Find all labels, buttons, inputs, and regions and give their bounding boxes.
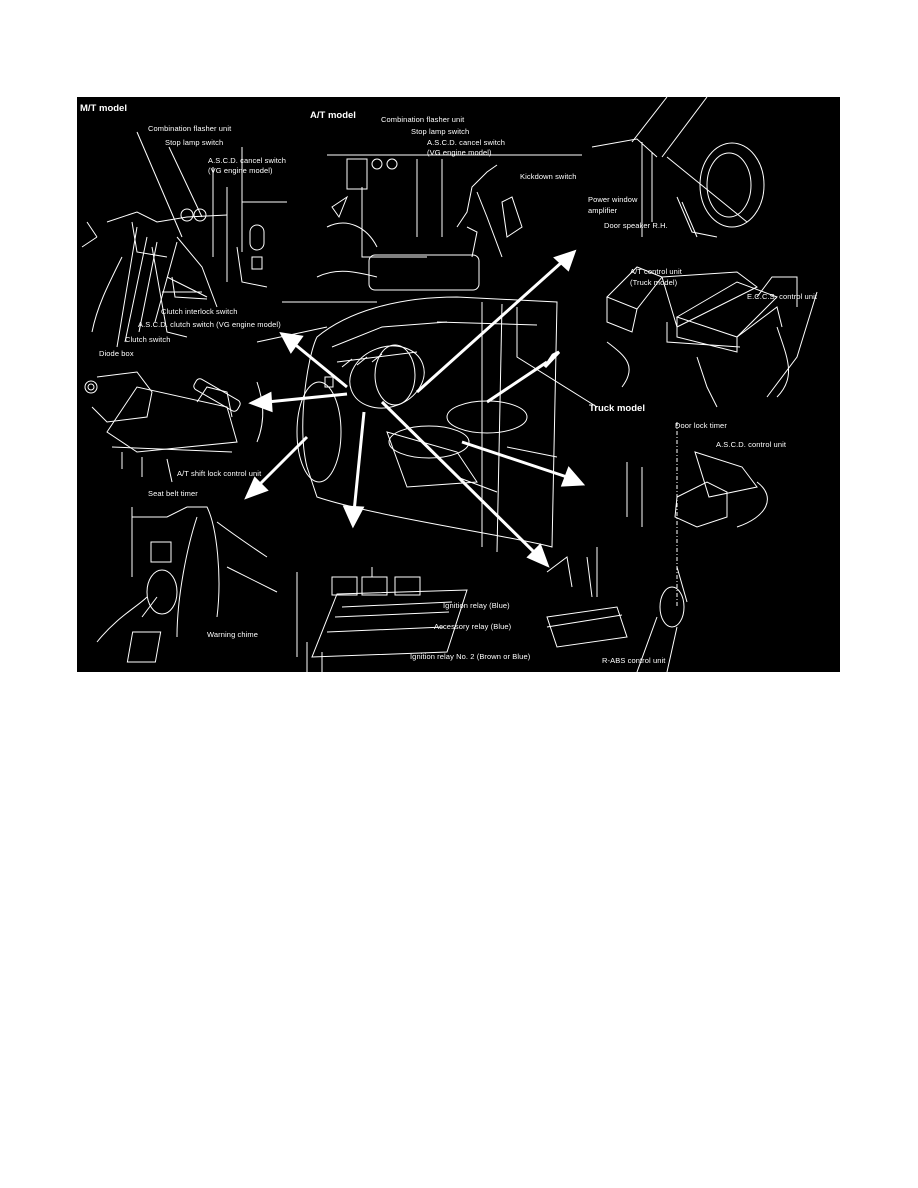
- ignition-relay-no2-label: Ignition relay No. 2 (Brown or Blue): [410, 652, 531, 661]
- at-ascd-cancel-switch-label: A.S.C.D. cancel switch: [427, 138, 506, 147]
- power-window-amplifier-label-line1: Power window: [588, 195, 638, 204]
- at-pedal-drawing: [316, 154, 582, 291]
- kick-panel-drawing: [96, 506, 278, 663]
- at-model-title: A/T model: [310, 110, 356, 121]
- mt-model-title: M/T model: [80, 103, 127, 114]
- at-control-unit-note: (Truck model): [630, 278, 678, 287]
- power-window-amplifier-label-line2: amplifier: [588, 206, 618, 215]
- vehicle-cabin-drawing: [256, 296, 598, 553]
- ascd-control-unit-label: A.S.C.D. control unit: [716, 440, 787, 449]
- r-abs-control-unit-label: R-ABS control unit: [602, 656, 666, 665]
- mt-clutch-switch-label: Clutch switch: [125, 335, 171, 344]
- warning-chime-label: Warning chime: [207, 630, 259, 639]
- callout-arrows: [244, 249, 586, 568]
- door-speaker-rh-label: Door speaker R.H.: [604, 221, 668, 230]
- at-shift-lock-control-unit-label: A/T shift lock control unit: [177, 469, 262, 478]
- relay-box-drawing: [296, 556, 573, 672]
- control-units-drawing: [606, 266, 818, 408]
- door-lock-timer-label: Door lock timer: [675, 421, 727, 430]
- door-speaker-drawing: [591, 97, 765, 238]
- at-combination-flasher-unit-label: Combination flasher unit: [381, 115, 465, 124]
- mt-pedal-cluster-drawing: [81, 131, 287, 348]
- seat-belt-timer-label: Seat belt timer: [148, 489, 198, 498]
- at-stop-lamp-switch-label: Stop lamp switch: [411, 127, 470, 136]
- accessory-relay-label: Accessory relay (Blue): [434, 622, 512, 631]
- eccs-control-unit-label: E.C.C.S. control unit: [747, 292, 818, 301]
- at-control-unit-label: A/T control unit: [630, 267, 682, 276]
- ignition-relay-label: Ignition relay (Blue): [443, 601, 510, 610]
- shift-lock-drawing: [84, 371, 264, 483]
- at-kickdown-switch-label: Kickdown switch: [520, 172, 577, 181]
- mt-ascd-cancel-switch-label: A.S.C.D. cancel switch: [208, 156, 287, 165]
- mt-ascd-clutch-switch-label: A.S.C.D. clutch switch (VG engine model): [138, 320, 281, 329]
- at-ascd-cancel-switch-note: (VG engine model): [427, 148, 492, 157]
- mt-ascd-cancel-switch-note: (VG engine model): [208, 166, 273, 175]
- truck-model-drawing: [546, 422, 768, 672]
- diagram-line-art: [81, 97, 818, 672]
- truck-model-title: Truck model: [589, 403, 645, 414]
- mt-clutch-interlock-switch-label: Clutch interlock switch: [161, 307, 238, 316]
- mt-diode-box-label: Diode box: [99, 349, 134, 358]
- component-location-diagram: M/T model Combination flasher unit Stop …: [77, 97, 840, 672]
- mt-stop-lamp-switch-label: Stop lamp switch: [165, 138, 224, 147]
- mt-combination-flasher-unit-label: Combination flasher unit: [148, 124, 232, 133]
